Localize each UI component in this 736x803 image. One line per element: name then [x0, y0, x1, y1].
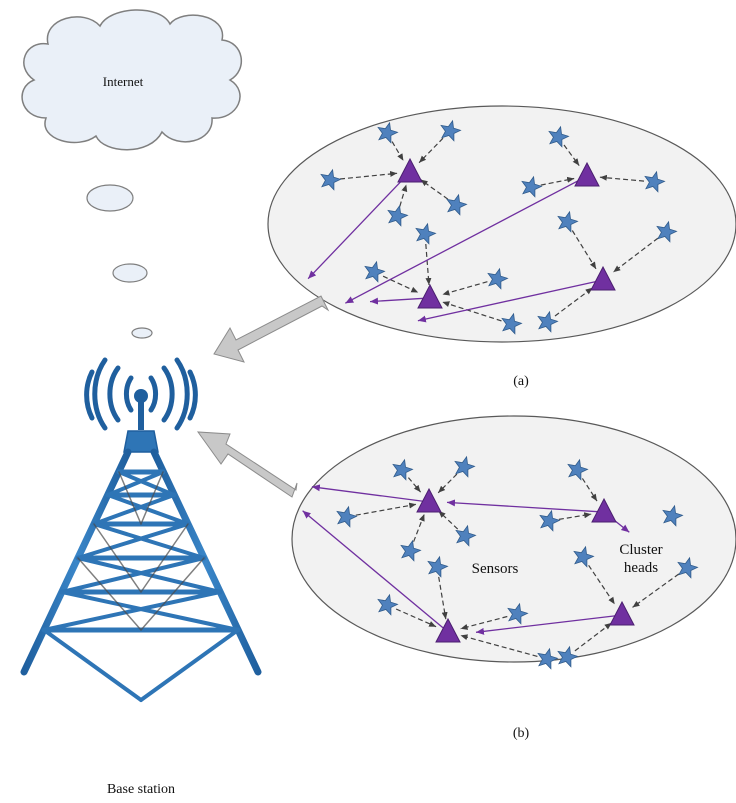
- caption-b: (b): [513, 726, 530, 741]
- cluster-head-transmission-arrow: [311, 484, 426, 503]
- uplink-arrow-b: [196, 431, 298, 498]
- cluster-heads-label-line1: Cluster: [619, 542, 662, 558]
- sensor-link-arrow: [442, 301, 502, 322]
- sensor-link-arrow: [399, 184, 408, 207]
- sensor-link-arrow: [420, 179, 449, 200]
- sensor-star-icon: [427, 555, 449, 578]
- sensor-link-arrow: [395, 608, 437, 628]
- sensors-label: Sensors: [472, 561, 519, 577]
- sensor-link-arrow: [460, 615, 508, 630]
- sensor-star-icon: [454, 455, 476, 478]
- sensor-link-arrow: [581, 478, 598, 502]
- sensor-star-icon: [537, 647, 559, 670]
- sensor-link-arrow: [563, 144, 580, 166]
- sensor-link-arrow: [599, 174, 645, 182]
- cluster-head-transmission-arrow: [446, 499, 601, 513]
- sensor-link-arrow: [355, 502, 417, 516]
- thought-bubble-small: [131, 327, 153, 339]
- sensor-link-arrow: [540, 176, 575, 186]
- sensor-link-arrow: [391, 141, 404, 162]
- sensor-star-icon: [392, 458, 414, 481]
- thought-bubble-medium: [112, 263, 148, 283]
- cluster-head-transmission-arrow: [302, 510, 446, 630]
- cloud-icon: [21, 9, 243, 151]
- cluster-head-triangle-icon: [609, 600, 635, 626]
- cluster-head-transmission-arrow: [307, 174, 408, 280]
- sensor-star-icon: [677, 556, 699, 579]
- sensor-star-icon: [400, 539, 422, 562]
- sensor-star-icon: [415, 222, 437, 245]
- sensor-link-arrow: [437, 473, 458, 494]
- sensor-star-icon: [455, 524, 477, 547]
- cluster-head-triangle-icon: [591, 497, 617, 523]
- sensor-star-icon: [557, 210, 579, 233]
- sensor-star-icon: [336, 505, 358, 528]
- sensor-star-icon: [521, 175, 543, 198]
- sensor-star-icon: [537, 310, 559, 333]
- cluster-head-triangle-icon: [417, 283, 443, 309]
- sensor-star-icon: [644, 170, 666, 193]
- sensor-link-arrow: [612, 237, 659, 273]
- sensor-star-icon: [548, 125, 570, 148]
- sensor-link-arrow: [632, 573, 680, 608]
- cluster-head-transmission-arrow: [344, 177, 584, 304]
- sensor-star-icon: [364, 260, 386, 283]
- caption-a: (a): [513, 374, 529, 389]
- cluster-head-triangle-icon: [397, 157, 423, 183]
- sensor-star-icon: [377, 593, 399, 616]
- sensor-link-arrow: [438, 510, 459, 530]
- sensor-star-icon: [320, 168, 342, 191]
- sensor-star-icon: [573, 545, 595, 568]
- sensor-star-icon: [507, 602, 529, 625]
- cluster-heads-label-line2: heads: [624, 560, 658, 576]
- sensor-link-arrow: [418, 137, 444, 164]
- sensor-star-icon: [539, 509, 561, 532]
- cluster-head-transmission-arrow: [475, 614, 619, 635]
- sensor-link-arrow: [382, 275, 419, 294]
- sensor-star-icon: [377, 121, 399, 144]
- sensor-link-arrow: [558, 512, 592, 520]
- cluster-head-triangle-icon: [590, 265, 616, 291]
- cluster-head-transmission-arrow: [417, 280, 600, 323]
- sensor-link-arrow: [438, 576, 448, 620]
- sensor-star-icon: [387, 204, 409, 227]
- sensor-link-arrow: [413, 513, 425, 542]
- network-a-ellipse: [267, 105, 736, 343]
- sensor-star-icon: [501, 312, 523, 335]
- thought-bubble-large: [86, 184, 134, 212]
- sensor-star-icon: [446, 193, 468, 216]
- sensor-star-icon: [440, 119, 462, 142]
- sensor-star-icon: [662, 504, 684, 527]
- sensor-link-arrow: [407, 477, 422, 493]
- uplink-arrow-a: [213, 295, 330, 363]
- sensor-star-icon: [656, 220, 678, 243]
- sensor-link-arrow: [460, 634, 538, 657]
- cluster-head-triangle-icon: [416, 487, 442, 513]
- cluster-head-transmission-arrow: [369, 297, 427, 305]
- network-b-ellipse: [291, 415, 736, 663]
- cluster-head-triangle-icon: [435, 617, 461, 643]
- cluster-head-triangle-icon: [574, 161, 600, 187]
- sensor-star-icon: [567, 458, 589, 481]
- base-station-label: Base station: [107, 782, 175, 797]
- sensor-star-icon: [557, 645, 579, 668]
- internet-label: Internet: [103, 74, 144, 89]
- sensor-star-icon: [487, 267, 509, 290]
- tower-icon: [20, 357, 262, 752]
- sensor-link-arrow: [425, 243, 432, 286]
- sensor-link-arrow: [339, 171, 398, 180]
